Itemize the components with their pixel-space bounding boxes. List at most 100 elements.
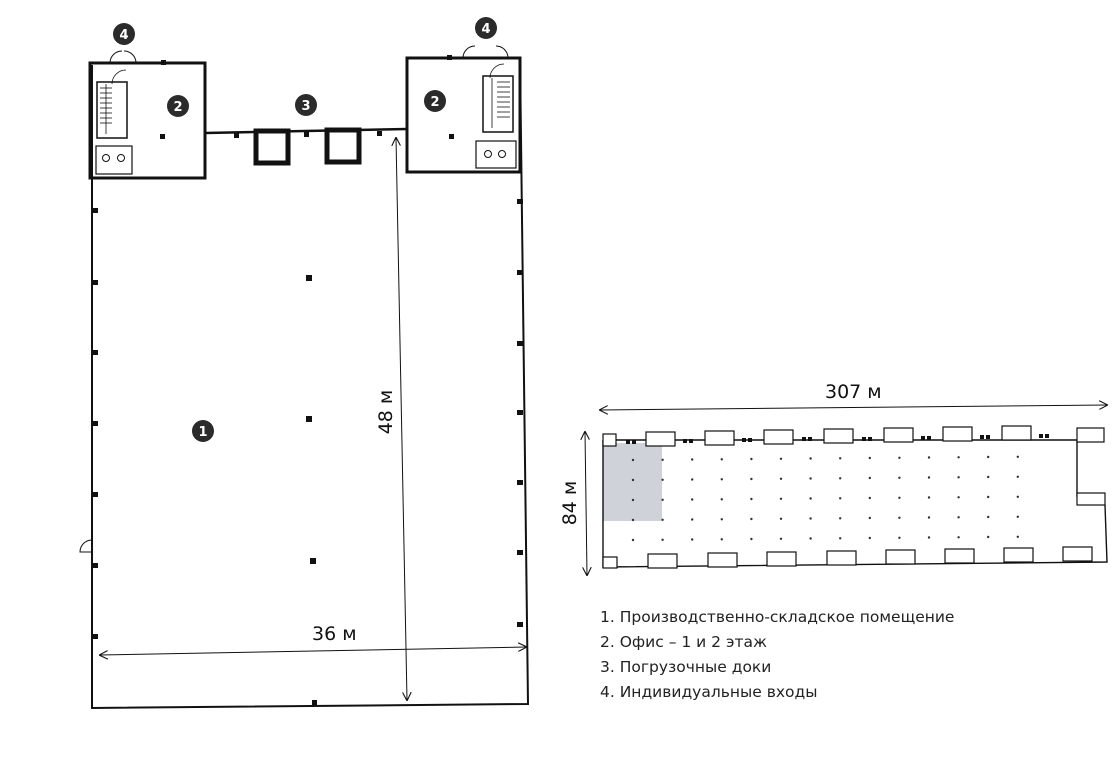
legend-item-warehouse: 1. Производственно-складское помещение — [600, 608, 955, 626]
site-column-dot — [927, 516, 931, 519]
site-column-dot — [898, 536, 901, 539]
site-column-dot — [720, 498, 723, 501]
svg-text:2: 2 — [430, 95, 439, 110]
dock-wall — [204, 127, 408, 135]
site-column-dot — [987, 495, 990, 499]
site-column-dot — [720, 458, 723, 461]
site-column-dot — [631, 538, 635, 542]
site-column-dot — [1016, 515, 1019, 518]
badge-entrance-left: 4 — [113, 23, 135, 45]
site-docks-top — [645, 425, 1032, 447]
site-column-dot — [720, 478, 723, 481]
site-width-dimension-line — [585, 432, 587, 575]
site-column-dot — [839, 517, 842, 520]
site-length-dimension-line — [600, 405, 1107, 410]
site-column-dot — [957, 496, 960, 499]
width-label: 36 м — [312, 623, 357, 645]
main-floor-plan: 36 м 48 м 1 2 2 3 4 4 — [79, 17, 530, 710]
site-docks-bottom — [647, 546, 1093, 569]
site-column-dot — [631, 478, 635, 482]
site-column-dot — [779, 517, 783, 520]
site-column-dot — [1016, 455, 1019, 458]
site-column-dot — [957, 456, 960, 459]
site-column-dot — [631, 518, 635, 522]
site-column-dot — [691, 458, 694, 461]
site-column-dot — [898, 456, 901, 459]
site-column-dot — [1016, 475, 1019, 478]
badge-warehouse: 1 — [192, 420, 214, 442]
site-column-dot — [957, 516, 960, 519]
site-column-dot — [750, 517, 753, 521]
site-column-dot — [779, 497, 783, 500]
site-column-dot — [720, 538, 723, 541]
height-label: 48 м — [375, 390, 397, 435]
site-column-dot — [957, 476, 960, 479]
width-dimension-line — [100, 647, 526, 655]
badge-docks: 3 — [295, 94, 317, 116]
site-column-dot — [839, 457, 842, 460]
site-column-dot — [927, 496, 931, 499]
site-column-dot — [987, 475, 990, 479]
site-column-dot — [957, 536, 960, 539]
site-column-dot — [661, 538, 664, 541]
site-column-dot — [631, 458, 635, 462]
site-column-dot — [987, 535, 990, 539]
site-column-dot — [631, 498, 635, 502]
site-column-dot — [691, 478, 694, 481]
legend-item-docks: 3. Погрузочные доки — [600, 658, 772, 676]
site-column-dot — [898, 476, 901, 479]
stairs-left — [96, 81, 128, 139]
loading-dock-1 — [253, 128, 291, 166]
site-column-dot — [839, 537, 842, 540]
svg-text:4: 4 — [119, 28, 128, 43]
site-column-dot — [898, 516, 901, 519]
site-column-dot — [661, 478, 664, 481]
site-column-dot — [750, 477, 753, 481]
site-width-label: 84 м — [559, 481, 581, 526]
site-column-dot — [987, 455, 990, 459]
svg-text:2: 2 — [173, 100, 182, 115]
svg-text:1: 1 — [198, 425, 207, 440]
legend: 1. Производственно-складское помещение 2… — [600, 605, 954, 705]
site-column-dot — [1016, 535, 1019, 538]
site-column-dot — [809, 497, 812, 500]
site-column-dot — [927, 536, 931, 539]
legend-item-entrances: 4. Индивидуальные входы — [600, 683, 818, 701]
site-column-dot — [1016, 495, 1019, 498]
site-column-dot — [868, 536, 871, 540]
site-column-dot — [809, 517, 812, 520]
site-column-dot — [779, 457, 783, 460]
badge-office-left: 2 — [167, 95, 189, 117]
columns — [91, 55, 523, 705]
legend-item-office: 2. Офис – 1 и 2 этаж — [600, 633, 767, 651]
site-length-label: 307 м — [825, 381, 882, 403]
loading-dock-2 — [324, 127, 362, 165]
site-plan: 307 м 84 м — [559, 381, 1107, 575]
site-column-dot — [691, 538, 694, 541]
svg-text:3: 3 — [301, 99, 310, 114]
site-column-dot — [661, 458, 664, 461]
site-column-dot — [750, 537, 753, 541]
site-column-dot — [750, 497, 753, 501]
site-column-dot — [868, 496, 871, 500]
site-column-dot — [661, 518, 664, 521]
site-column-dot — [661, 498, 664, 501]
site-column-dot — [779, 477, 783, 480]
warehouse-outline — [91, 56, 530, 710]
site-column-dot — [839, 477, 842, 480]
svg-text:4: 4 — [481, 22, 490, 37]
site-column-dot — [868, 516, 871, 520]
site-column-dot — [809, 477, 812, 480]
site-column-dot — [779, 537, 783, 540]
site-column-dot — [691, 498, 694, 501]
site-column-dot — [809, 457, 812, 460]
site-column-dot — [987, 515, 990, 519]
office-right-block — [405, 56, 522, 174]
stairs-right — [482, 75, 514, 133]
site-column-dot — [720, 518, 723, 521]
badge-entrance-right: 4 — [475, 17, 497, 39]
height-dimension-line — [396, 138, 407, 700]
wc-right — [475, 140, 517, 169]
site-column-grid — [631, 455, 1019, 542]
